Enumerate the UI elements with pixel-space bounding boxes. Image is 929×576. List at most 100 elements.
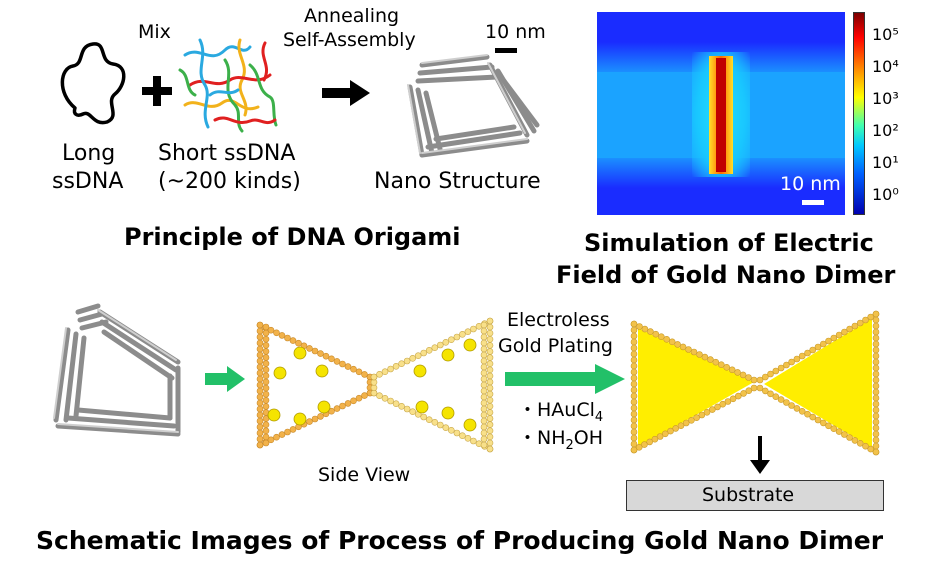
bead: [295, 339, 302, 347]
bead: [867, 313, 874, 321]
bead: [387, 365, 394, 373]
bead: [289, 337, 297, 344]
bead: [376, 392, 383, 399]
bead: [788, 402, 795, 409]
bead: [486, 427, 494, 434]
bead: [630, 392, 638, 400]
bead: [685, 346, 692, 353]
bead: [698, 411, 706, 419]
bead: [459, 330, 466, 338]
bead: [872, 448, 880, 456]
bead: [693, 414, 700, 421]
bead: [256, 405, 264, 413]
bead: [696, 351, 703, 358]
bead: [387, 397, 394, 405]
bead: [630, 368, 638, 376]
short-ssdna-strands: [178, 38, 278, 133]
bead: [256, 399, 264, 407]
short-ssdna-label-2: (~200 kinds): [158, 169, 301, 194]
bead: [480, 369, 488, 377]
bead: [306, 418, 313, 425]
bead: [872, 406, 880, 414]
bead: [262, 335, 270, 343]
bead: [636, 323, 643, 330]
bead: [480, 435, 488, 443]
side-view-bowtie: [256, 317, 494, 453]
bead: [872, 322, 880, 330]
bead: [630, 410, 638, 418]
bead: [392, 362, 400, 370]
bead: [333, 358, 341, 365]
bead: [793, 355, 801, 363]
bead: [453, 429, 461, 437]
bead: [783, 361, 790, 369]
bead: [431, 419, 439, 426]
bead: [745, 374, 752, 381]
bead: [682, 419, 690, 427]
bead: [846, 434, 853, 441]
bead: [480, 411, 488, 419]
bead: [442, 424, 450, 431]
bead: [656, 433, 664, 440]
bead: [762, 387, 769, 395]
bead: [674, 341, 681, 348]
bead: [688, 417, 695, 424]
long-ssdna-strand: [60, 42, 126, 125]
bead: [657, 333, 665, 341]
bead: [856, 319, 864, 327]
bead: [420, 413, 427, 421]
bead: [431, 344, 439, 352]
bead: [289, 426, 297, 433]
long-ssdna-label-2: ssDNA: [52, 169, 124, 194]
bead: [480, 387, 488, 395]
bead: [480, 345, 488, 353]
bead: [425, 416, 433, 423]
bead: [278, 332, 286, 339]
plating-label-2: Gold Plating: [498, 335, 613, 357]
bead: [641, 325, 649, 333]
bead: [872, 340, 880, 348]
plus-icon: [142, 76, 172, 106]
bead: [480, 381, 488, 389]
bead: [630, 332, 638, 340]
bead: [273, 329, 280, 337]
bead: [361, 371, 368, 378]
bead: [464, 328, 472, 336]
bead: [480, 375, 488, 383]
bead: [256, 393, 264, 401]
bead: [762, 373, 769, 381]
bead: [872, 370, 880, 378]
bead: [256, 429, 264, 437]
origami-scale-bar: [495, 48, 517, 53]
bead: [820, 340, 827, 348]
side-view-label: Side View: [318, 464, 411, 486]
bead: [486, 439, 494, 447]
reagent-hauc14: ・HAuCl4: [518, 399, 604, 425]
bead: [630, 416, 638, 424]
bead: [361, 392, 368, 399]
bead: [630, 374, 638, 382]
bead: [339, 360, 346, 368]
bead: [442, 338, 450, 346]
bead: [262, 360, 270, 367]
bead: [661, 430, 669, 438]
bead: [486, 360, 494, 368]
bead: [630, 434, 638, 442]
bead: [772, 367, 780, 375]
bead: [846, 325, 853, 333]
bead: [256, 387, 264, 395]
bead: [841, 328, 848, 336]
bead: [707, 356, 714, 363]
bead: [679, 343, 687, 351]
bead: [723, 363, 730, 371]
bead: [630, 446, 638, 454]
bead: [256, 333, 264, 341]
simulation-title-2: Field of Gold Nano Dimer: [556, 261, 896, 289]
bead: [486, 415, 494, 422]
bead: [872, 364, 880, 372]
bead: [306, 345, 313, 352]
bead: [486, 421, 494, 428]
bead: [735, 392, 742, 400]
bead: [851, 322, 859, 330]
bead: [370, 373, 378, 381]
